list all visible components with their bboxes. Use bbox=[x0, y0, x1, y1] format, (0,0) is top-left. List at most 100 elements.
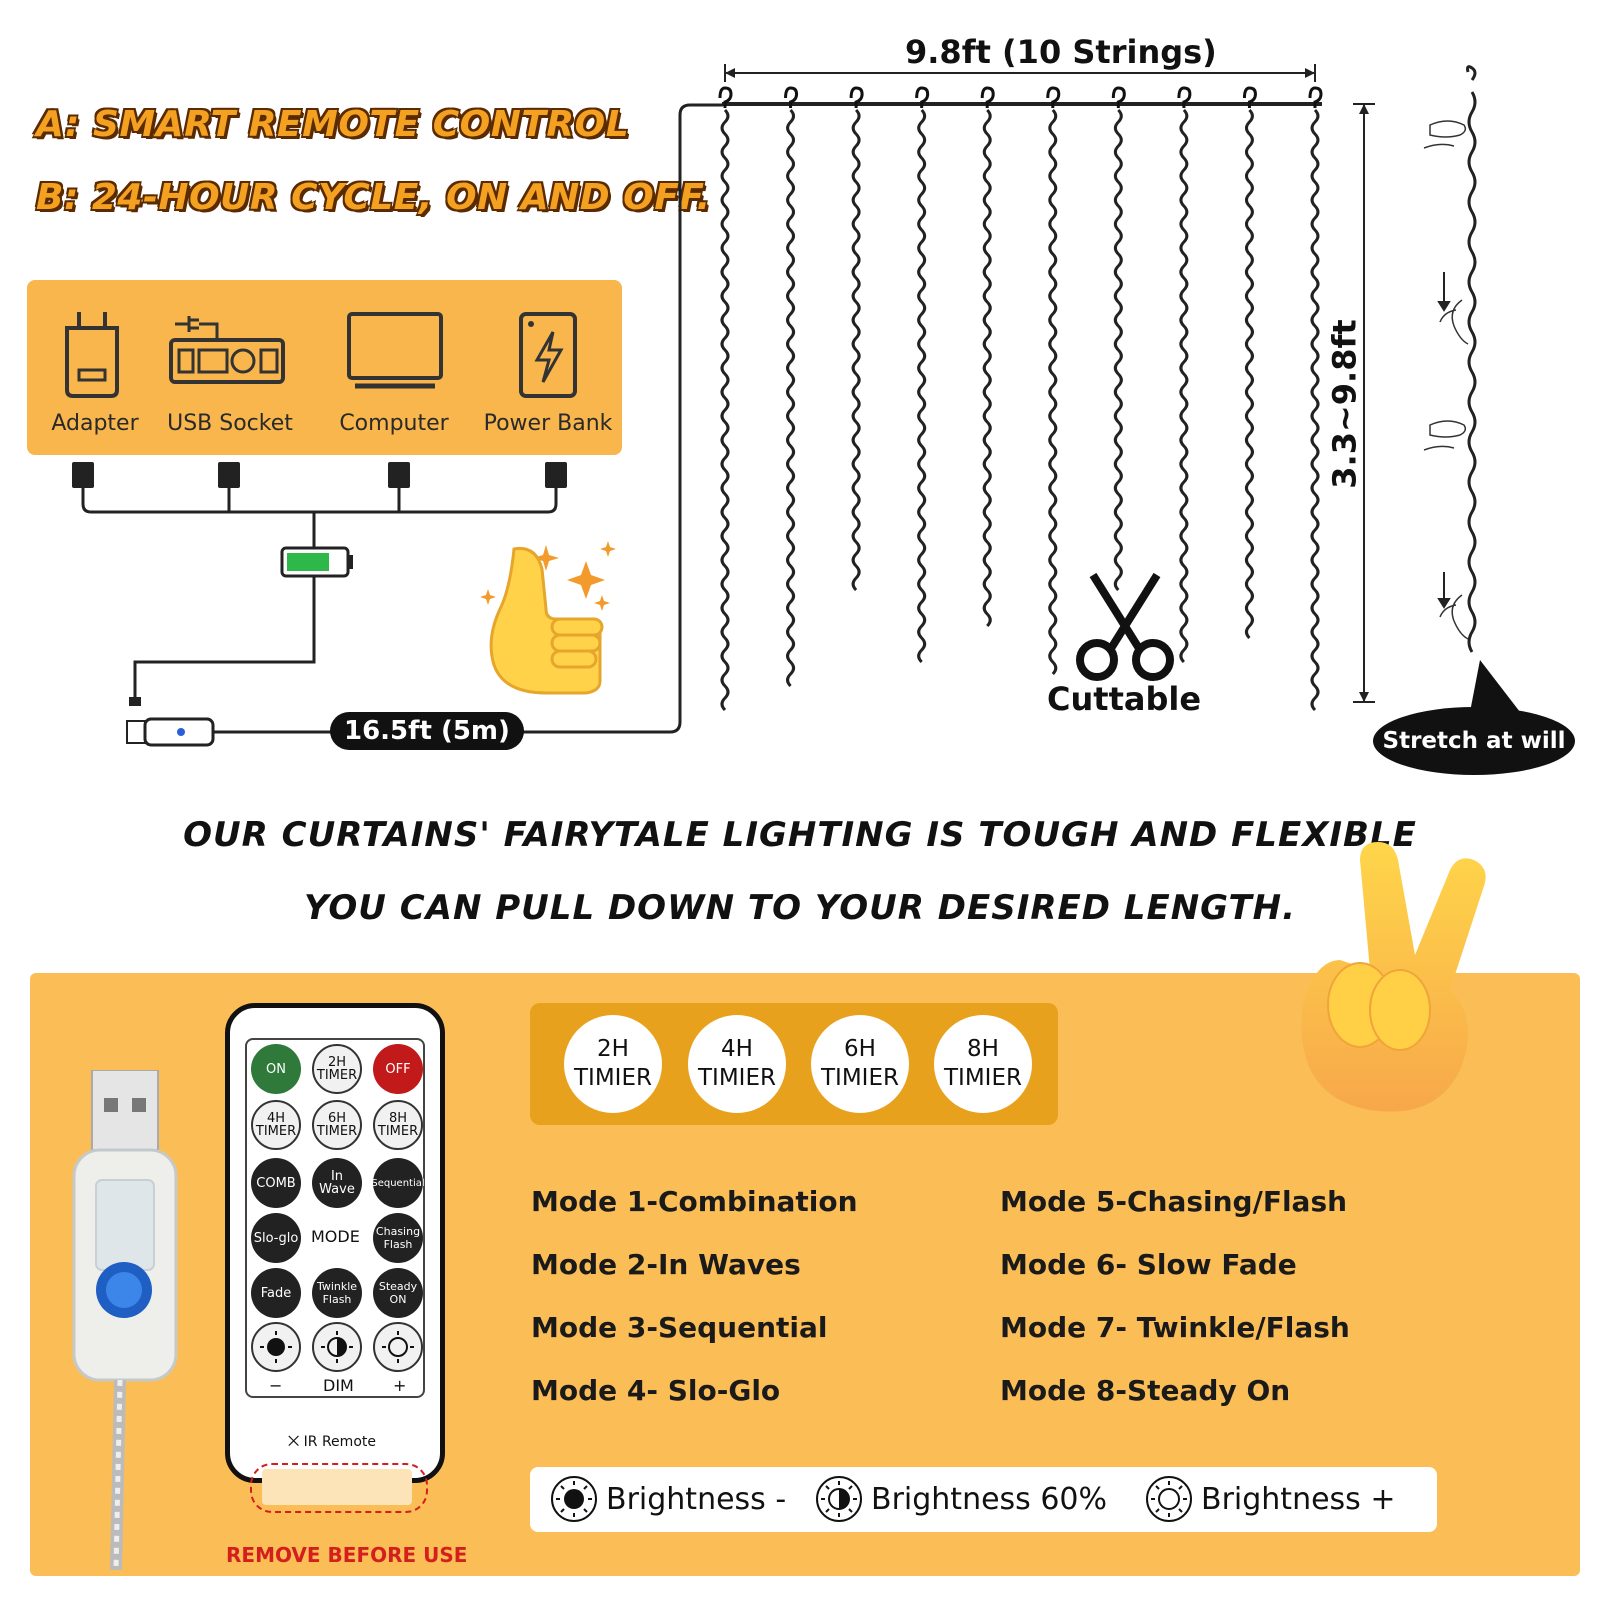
remote-mode-label: MODE bbox=[311, 1227, 360, 1246]
mode-3-label: Mode 3-Sequential bbox=[531, 1311, 828, 1344]
usb-socket-icon bbox=[169, 316, 285, 384]
mode-2-label: Mode 2-In Waves bbox=[531, 1248, 801, 1281]
brightness-minus-label: Brightness - bbox=[606, 1481, 787, 1517]
timer-2h: 2H TIMIER bbox=[564, 1015, 662, 1113]
remote-slo-glo-button[interactable]: Slo-glo bbox=[251, 1213, 301, 1263]
remote-twinkle-flash-button[interactable]: Twinkle Flash bbox=[312, 1268, 362, 1318]
remote-comb-button[interactable]: COMB bbox=[251, 1158, 301, 1208]
power-source-label-power-bank: Power Bank bbox=[483, 411, 613, 436]
ir-remote-label: ⨉ IR Remote bbox=[288, 1434, 376, 1450]
remote-dim-minus-button[interactable] bbox=[251, 1322, 301, 1372]
brightness-minus-item: Brightness - bbox=[550, 1475, 786, 1523]
timer-2h-word: TIMIER bbox=[574, 1065, 652, 1091]
timer-8h-word: TIMIER bbox=[944, 1065, 1022, 1091]
curtain-string bbox=[1244, 108, 1254, 640]
brightness-mid-icon bbox=[321, 1331, 353, 1363]
wiring-diagram bbox=[72, 64, 1520, 747]
feature-24-hour-cycle: B: 24-HOUR CYCLE, ON AND OFF. bbox=[36, 177, 711, 218]
mode-8-label: Mode 8-Steady On bbox=[1000, 1374, 1291, 1407]
curtain-hook bbox=[718, 86, 733, 108]
brightness-high-icon bbox=[382, 1331, 414, 1363]
remote-4h-timer-button[interactable]: 4H TIMER bbox=[251, 1100, 301, 1150]
brightness-60-label: Brightness 60% bbox=[871, 1481, 1108, 1517]
computer-icon bbox=[347, 312, 443, 389]
timer-4h: 4H TIMIER bbox=[688, 1015, 786, 1113]
power-source-label-adapter: Adapter bbox=[51, 411, 139, 436]
remote-dim-mid-button[interactable] bbox=[312, 1322, 362, 1372]
curtain-hook bbox=[849, 86, 864, 108]
curtain-width-label: 9.8ft (10 Strings) bbox=[905, 33, 1217, 71]
power-source-label-usb-socket: USB Socket bbox=[167, 411, 293, 436]
remote-6h-timer-button[interactable]: 6H TIMER bbox=[312, 1100, 362, 1150]
curtain-string bbox=[1113, 108, 1123, 592]
remote-dim-label: DIM bbox=[323, 1376, 354, 1395]
curtain-string bbox=[1048, 108, 1058, 676]
remote-8h-timer-button[interactable]: 8H TIMER bbox=[373, 1100, 423, 1150]
mode-5-label: Mode 5-Chasing/Flash bbox=[1000, 1185, 1348, 1218]
remote-sequential-button[interactable]: Sequential bbox=[371, 1158, 425, 1208]
curtain-hook bbox=[1046, 86, 1061, 108]
remote-fade-button[interactable]: Fade bbox=[251, 1268, 301, 1318]
remote-steady-on-button[interactable]: Steady ON bbox=[373, 1268, 423, 1318]
remote-dim-plus-label: + bbox=[393, 1376, 407, 1395]
power-bank-icon bbox=[519, 312, 577, 398]
battery-pull-tab[interactable] bbox=[262, 1469, 412, 1505]
curtain-string bbox=[1310, 108, 1320, 712]
curtain-hook bbox=[1308, 86, 1323, 108]
curtain-hook bbox=[980, 86, 995, 108]
remote-2h-timer-button[interactable]: 2H TIMER bbox=[312, 1044, 362, 1094]
timer-options-bar: 2H TIMIER 4H TIMIER 6H TIMIER 8H TIMIER bbox=[530, 1003, 1058, 1125]
curtain-hook bbox=[915, 86, 930, 108]
tagline-line-2: YOU CAN PULL DOWN TO YOUR DESIRED LENGTH… bbox=[303, 888, 1297, 928]
remote-off-button[interactable]: OFF bbox=[373, 1044, 423, 1094]
remote-dim-minus-label: − bbox=[269, 1376, 283, 1395]
curtain-hook bbox=[1177, 86, 1192, 108]
remote-dim-plus-button[interactable] bbox=[373, 1322, 423, 1372]
timer-6h-hours: 6H bbox=[844, 1036, 876, 1062]
wifi-icon: ⨉ bbox=[288, 1434, 300, 1450]
cable-length-label: 16.5ft (5m) bbox=[330, 712, 524, 750]
thumbs-up-icon bbox=[480, 541, 616, 695]
battery-pull-tab-outline bbox=[250, 1463, 428, 1513]
remove-before-use-note: REMOVE BEFORE USE bbox=[226, 1543, 468, 1567]
stretch-bubble: Stretch at will bbox=[1373, 707, 1575, 775]
power-source-label-computer: Computer bbox=[339, 411, 449, 436]
brightness-bar: Brightness - Brightness 60% Brightness + bbox=[530, 1467, 1437, 1532]
remote-chasing-flash-button[interactable]: Chasing Flash bbox=[373, 1213, 423, 1263]
brightness-60-item: Brightness 60% bbox=[815, 1475, 1107, 1523]
ir-remote: ON 2H TIMER OFF 4H TIMER 6H TIMER 8H TIM… bbox=[225, 1003, 445, 1483]
peace-sign-icon bbox=[1301, 842, 1486, 1112]
curtain-hook bbox=[784, 86, 799, 108]
adapter-icon bbox=[65, 312, 119, 398]
brightness-high-icon bbox=[1146, 1476, 1192, 1522]
timer-6h-word: TIMIER bbox=[821, 1065, 899, 1091]
mode-6-label: Mode 6- Slow Fade bbox=[1000, 1248, 1297, 1281]
remote-in-wave-button[interactable]: In Wave bbox=[312, 1158, 362, 1208]
mode-4-label: Mode 4- Slo-Glo bbox=[531, 1374, 781, 1407]
mode-1-label: Mode 1-Combination bbox=[531, 1185, 858, 1218]
curtain-hook bbox=[1242, 86, 1257, 108]
remote-on-button[interactable]: ON bbox=[251, 1044, 301, 1094]
cuttable-label: Cuttable bbox=[1047, 680, 1202, 718]
brightness-mid-icon bbox=[816, 1476, 862, 1522]
curtain-string bbox=[851, 108, 861, 592]
timer-8h-hours: 8H bbox=[967, 1036, 999, 1062]
power-sources-panel: Adapter USB Socket Computer Power Bank bbox=[27, 280, 622, 455]
ir-remote-text: IR Remote bbox=[303, 1434, 376, 1450]
curtain-string bbox=[786, 108, 796, 688]
curtain-string bbox=[917, 108, 927, 664]
brightness-plus-item: Brightness + bbox=[1145, 1475, 1395, 1523]
usb-controller-illustration bbox=[72, 1070, 178, 1570]
curtain-height-label: 3.3~9.8ft bbox=[1325, 319, 1364, 489]
brightness-low-icon bbox=[551, 1476, 597, 1522]
timer-2h-hours: 2H bbox=[597, 1036, 629, 1062]
remote-button-panel: ON 2H TIMER OFF 4H TIMER 6H TIMER 8H TIM… bbox=[245, 1038, 425, 1398]
mode-7-label: Mode 7- Twinkle/Flash bbox=[1000, 1311, 1350, 1344]
curtain-hook bbox=[1111, 86, 1126, 108]
timer-6h: 6H TIMIER bbox=[811, 1015, 909, 1113]
scissors-icon bbox=[1076, 572, 1174, 681]
curtain-string bbox=[1179, 108, 1189, 664]
tagline-line-1: OUR CURTAINS' FAIRYTALE LIGHTING IS TOUG… bbox=[183, 815, 1417, 855]
feature-remote-control: A: SMART REMOTE CONTROL bbox=[36, 104, 630, 145]
curtain-string bbox=[982, 108, 992, 628]
